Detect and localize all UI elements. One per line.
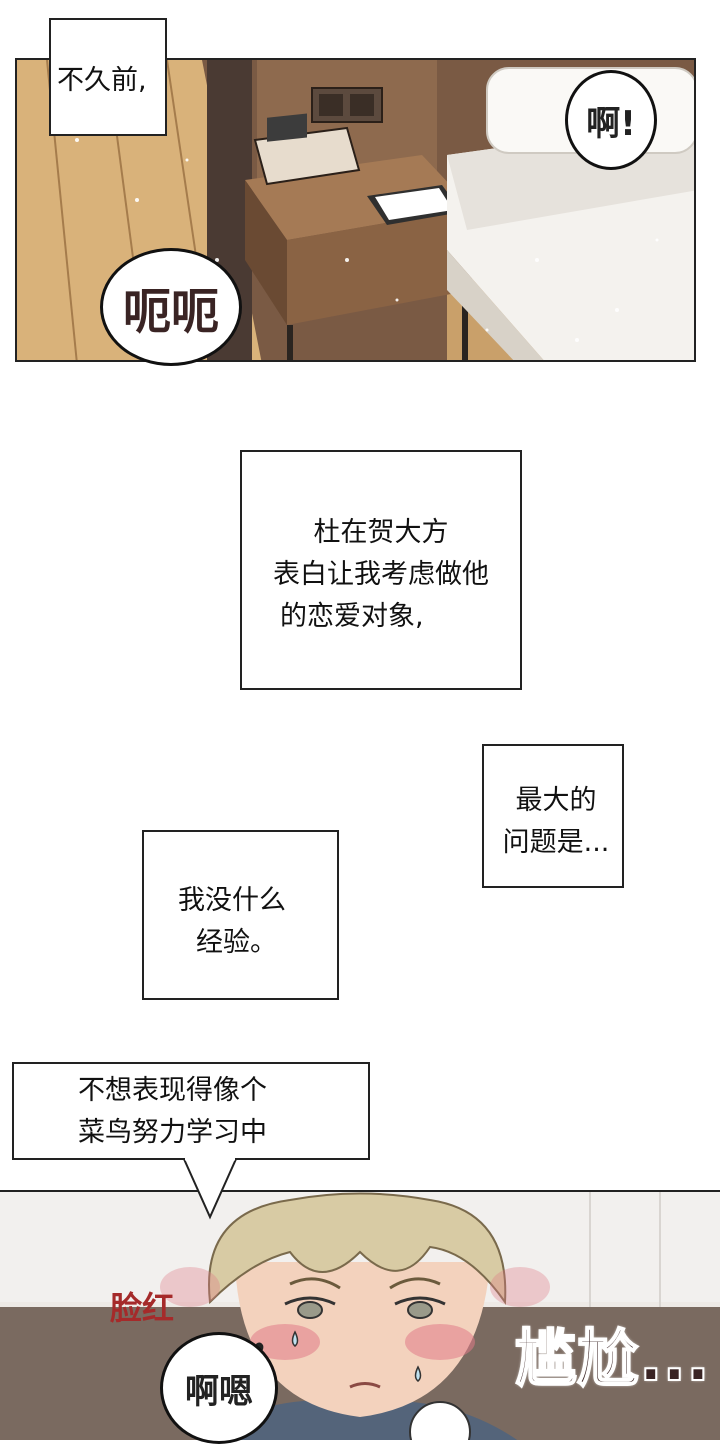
caption-rookie-line-1: 不想表现得像个 — [78, 1075, 267, 1106]
bubble-eheh: 呃呃 — [100, 248, 242, 366]
bubble-ah: 啊! — [565, 70, 657, 170]
bubble-aheng: 啊嗯 — [160, 1332, 278, 1444]
caption-experience: 我没什么 经验。 — [142, 830, 339, 1000]
caption-experience-line-2: 经验。 — [196, 927, 277, 958]
caption-rookie-tail — [182, 1157, 238, 1220]
panel-blushing-character — [0, 1190, 720, 1440]
sfx-awkward: 尴尬... — [514, 1321, 711, 1396]
caption-confession-line-1: 杜在贺大方 — [313, 517, 449, 548]
caption-experience-line-1: 我没什么 — [178, 885, 286, 916]
sfx-aheng: 啊嗯 — [185, 1371, 253, 1412]
caption-confession: 杜在贺大方 表白让我考虑做他 的恋爱对象, — [240, 450, 522, 690]
caption-problem-line-1: 最大的 — [515, 785, 597, 816]
caption-problem: 最大的 问题是... — [482, 744, 624, 888]
caption-confession-line-2: 表白让我考虑做他 — [273, 559, 489, 590]
caption-not-long-ago-text: 不久前, — [57, 65, 147, 96]
sfx-blush: 脸红 — [110, 1289, 175, 1327]
sfx-eheh: 呃呃 — [122, 284, 219, 340]
caption-confession-line-3: 的恋爱对象, — [280, 601, 424, 632]
caption-rookie-line-2: 菜鸟努力学习中 — [78, 1117, 267, 1148]
caption-rookie: 不想表现得像个 菜鸟努力学习中 — [12, 1062, 370, 1160]
caption-not-long-ago: 不久前, — [49, 18, 167, 136]
sfx-ah: 啊! — [586, 103, 636, 144]
character-illustration — [0, 1192, 720, 1440]
caption-problem-line-2: 问题是... — [502, 827, 610, 858]
